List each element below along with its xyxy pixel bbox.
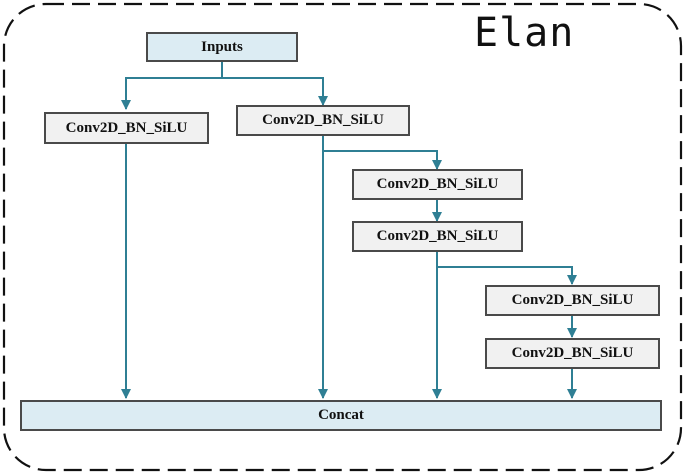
conv-block-f: Conv2D_BN_SiLU: [485, 338, 660, 369]
arrow-inputs-to-conv-b: [222, 77, 328, 106]
arrow-conv-d-to-conv-e: [437, 266, 577, 285]
arrow-inputs-to-conv-a: [121, 62, 223, 110]
conv-block-a: Conv2D_BN_SiLU: [44, 112, 209, 144]
conv-block-e: Conv2D_BN_SiLU: [485, 285, 660, 316]
inputs-node: Inputs: [146, 32, 298, 62]
conv-block-d: Conv2D_BN_SiLU: [352, 221, 523, 252]
arrow-conv-b-to-conv-c: [323, 150, 442, 170]
module-title: Elan: [474, 10, 575, 56]
conv-block-c: Conv2D_BN_SiLU: [352, 169, 523, 200]
conv-block-b: Conv2D_BN_SiLU: [236, 105, 410, 136]
concat-node: Concat: [20, 400, 662, 431]
